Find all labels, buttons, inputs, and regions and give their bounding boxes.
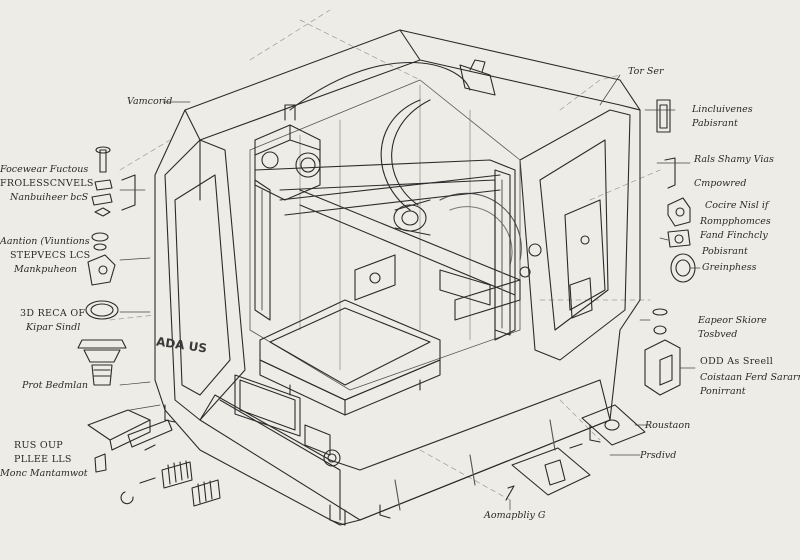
label-right-4a: Eapeor Skiore	[698, 315, 767, 326]
frame-left-panel	[164, 139, 246, 421]
label-right-5c: Ponirrant	[700, 386, 746, 397]
label-right-1a: Lincluivenes	[692, 104, 753, 115]
label-left-2b: STEPVECS LCS	[10, 250, 91, 261]
label-right-3b: Rompphomces	[700, 216, 771, 227]
frame-base-front	[199, 379, 611, 521]
exploded-left	[77, 146, 221, 507]
filament-tube	[289, 59, 496, 211]
frame-outer	[154, 29, 641, 526]
x-axis-rod	[299, 189, 521, 296]
sd-slot	[304, 424, 331, 456]
label-left-1c: Nanbuiheer bcS	[10, 192, 89, 203]
label-right-4b: Tosbved	[698, 329, 738, 340]
label-bottom: Aomapbliy G	[484, 510, 546, 521]
label-left-3b: Kipar Sindl	[26, 322, 81, 333]
print-head	[254, 104, 321, 201]
axis-coupler	[393, 199, 431, 236]
label-right-3c: Fand Finchcly	[700, 230, 768, 241]
label-left-1a: Focewear Fuctous	[0, 164, 89, 175]
label-right-2b: Cmpowred	[694, 178, 747, 189]
printer-frame	[154, 29, 641, 526]
label-right-3d: Pobisrant	[702, 246, 748, 257]
control-panel	[234, 374, 341, 467]
label-right-2a: Rals Shamy Vias	[694, 154, 774, 165]
construction-lines	[109, 9, 661, 501]
label-right-1b: Pabisrant	[692, 118, 738, 129]
exploded-right	[505, 99, 696, 501]
label-right-6: Roustaon	[645, 420, 691, 431]
print-bed	[259, 299, 441, 416]
label-top-right: Tor Ser	[628, 66, 664, 77]
control-knob	[323, 449, 341, 467]
label-left-5a: RUS OUP	[14, 440, 63, 451]
label-left-4: Prot Bedmlan	[22, 380, 89, 391]
inner-brackets	[354, 243, 542, 321]
y-rail-left	[254, 179, 271, 321]
label-left-2c: Mankpuheon	[14, 264, 78, 275]
label-left-2a: Aantion (Viuntions	[0, 236, 90, 247]
label-top-left: Vamcorid	[127, 96, 173, 107]
label-right-3e: Greinphess	[702, 262, 757, 273]
side-door	[564, 199, 606, 319]
lcd-screen	[239, 379, 296, 431]
frame-right-panel	[519, 109, 631, 361]
y-rail-right	[494, 169, 511, 336]
gantry	[254, 159, 521, 341]
label-right-5a: ODD As Sreell	[700, 356, 774, 367]
label-left-3a: 3D RECA OF	[20, 308, 86, 319]
label-left-5c: Monc Mantamwot	[0, 468, 88, 479]
label-right-7: Prsdivd	[640, 450, 677, 461]
label-right-5b: Coistaan Ferd Sararrel	[700, 372, 800, 383]
label-left-1b: FROLESSCNVELS	[0, 178, 94, 189]
label-right-3a: Cocire Nisl if	[705, 200, 769, 211]
leader-lines	[119, 74, 701, 511]
label-left-5b: PLLEE LLS	[14, 454, 72, 465]
